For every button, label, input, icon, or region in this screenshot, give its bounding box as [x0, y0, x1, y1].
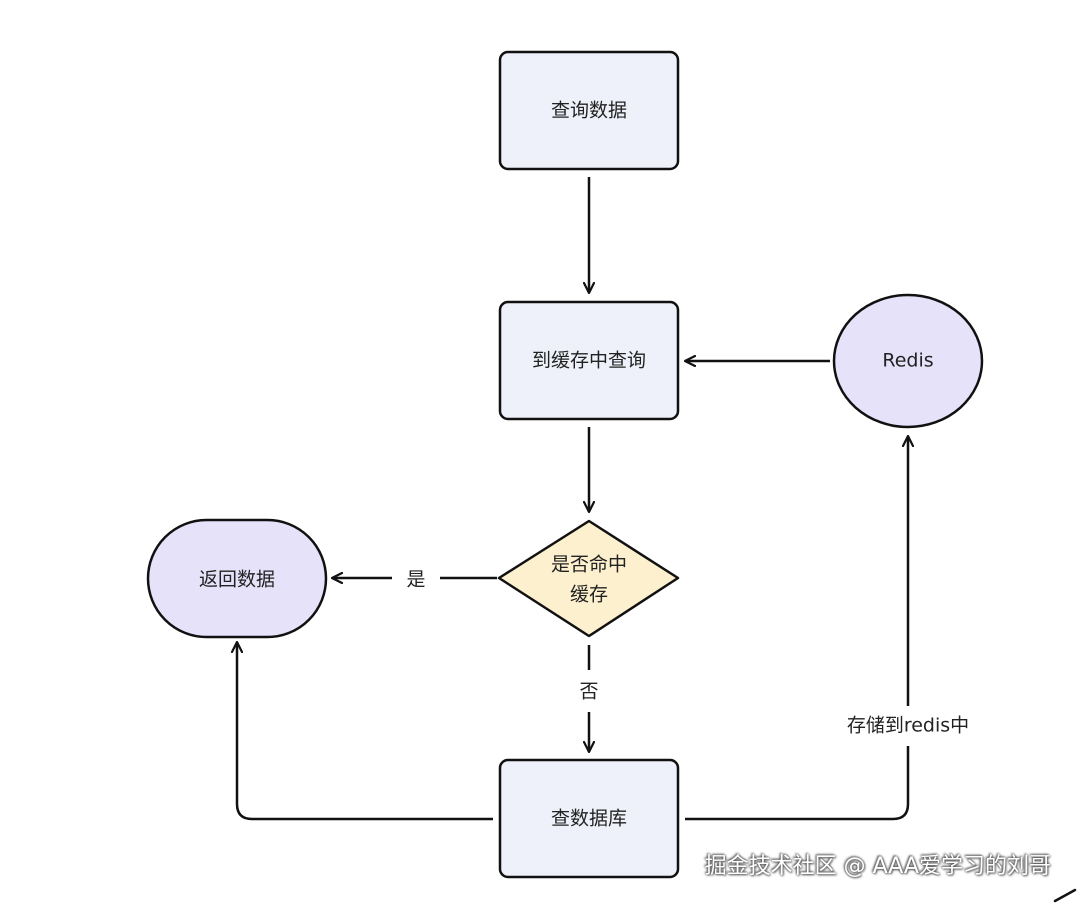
- node-return-data-label: 返回数据: [199, 569, 275, 591]
- node-query-db-label: 查数据库: [551, 808, 627, 830]
- edge-label-background: [838, 706, 978, 746]
- edge-db-to-return: [237, 642, 493, 821]
- edge-label-store-redis: 存储到redis中: [847, 715, 969, 737]
- node-query-data-label: 查询数据: [551, 100, 627, 122]
- edges: [237, 177, 910, 821]
- node-query-db: 查数据库: [498, 758, 680, 879]
- corner-stroke-mark: [1053, 888, 1077, 903]
- node-hit-cache-decision: 是否命中 缓存: [497, 519, 680, 638]
- node-query-data: 查询数据: [498, 50, 680, 171]
- edge-label-no: 否: [579, 681, 598, 703]
- node-query-cache-label: 到缓存中查询: [532, 350, 646, 372]
- node-hit-cache-label-line1: 是否命中: [551, 554, 627, 576]
- node-redis: Redis: [832, 293, 984, 429]
- watermark: 掘金技术社区 @ AAA爱学习的刘哥: [704, 854, 1051, 879]
- node-redis-label: Redis: [882, 350, 933, 372]
- edge-label-yes: 是: [406, 569, 425, 591]
- node-query-cache: 到缓存中查询: [498, 300, 680, 421]
- node-hit-cache-label-line2: 缓存: [570, 584, 608, 606]
- node-return-data: 返回数据: [146, 518, 328, 639]
- edge-db-to-redis-lower: [685, 702, 910, 821]
